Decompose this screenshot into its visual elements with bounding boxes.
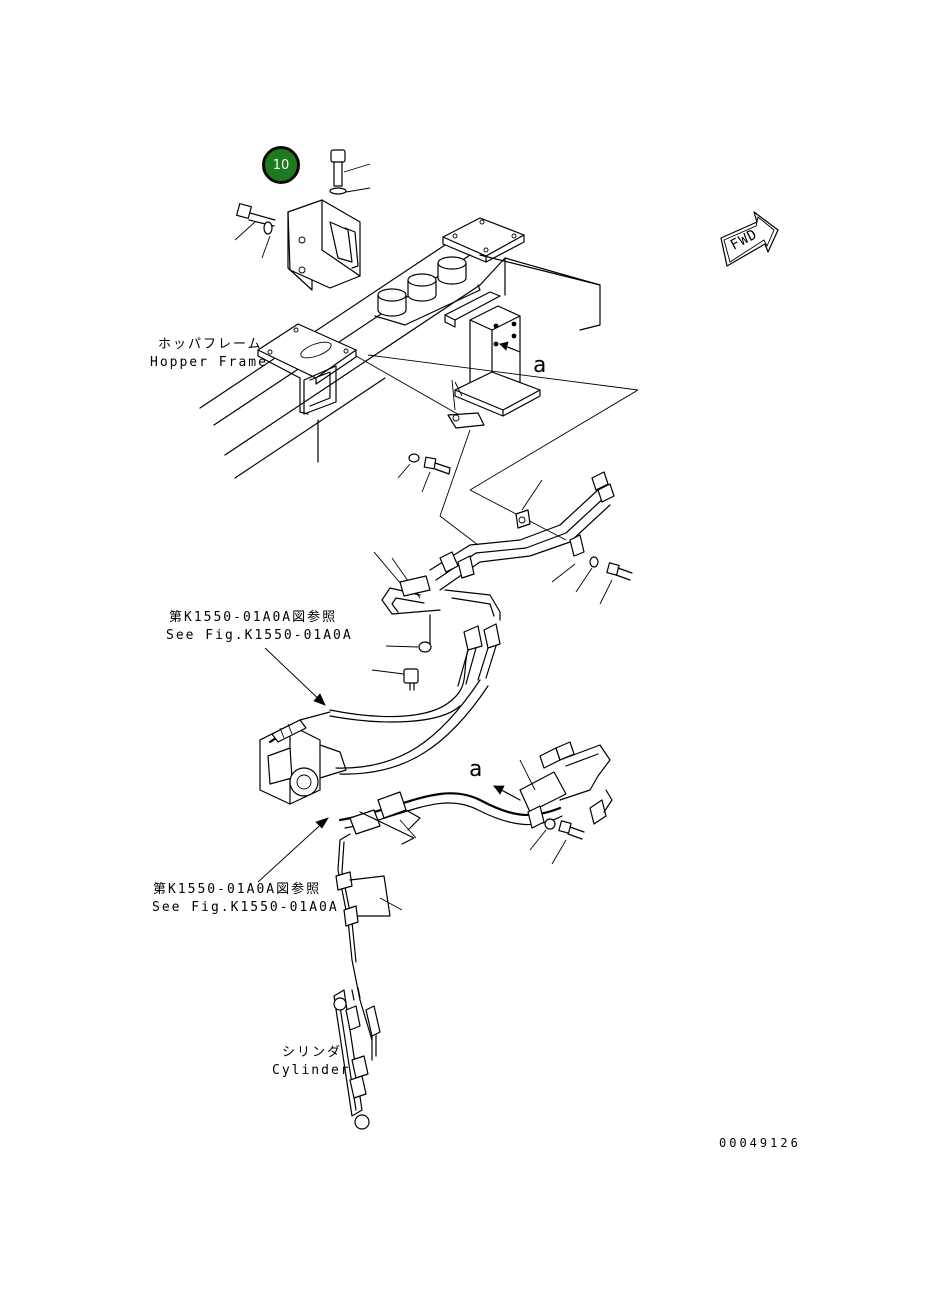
view-marker-a-lower: a [469,757,485,782]
see-fig-note-upper-en: See Fig.K1550-01A0A [166,628,353,643]
hopper-frame-label-jp: ホッパフレーム [158,337,263,352]
bracket-part [287,199,361,291]
clamp-upper [447,379,485,429]
right-connectors [493,741,613,865]
hopper-frame-label-en: Hopper Frame [150,355,268,370]
bolt-middle [397,453,451,493]
see-fig-note-upper-jp: 第K1550-01A0A図参照 [169,610,338,625]
left-bolt [234,203,276,259]
cylinder-label-jp: シリンダ [282,1045,343,1060]
fwd-arrow-icon [720,211,779,267]
cylinder-label-en: Cylinder [272,1063,351,1078]
part-number-badge[interactable]: 10 [262,146,300,184]
pump [259,719,347,805]
fittings [371,551,501,691]
lower-hose [337,744,611,1001]
reference-leaders [257,647,329,883]
drawing-number: 00049126 [719,1136,801,1150]
tube-clamps [515,479,633,605]
bushings [374,256,481,326]
view-marker-a-upper: a [533,353,549,378]
pillar [444,291,541,417]
hopper-plate [257,323,357,415]
leader-lines-upper [355,354,639,546]
see-fig-note-lower-en: See Fig.K1550-01A0A [152,900,339,915]
lower-clamps [335,791,421,927]
cylinder [333,987,381,1130]
top-plate [442,217,525,263]
top-bolt [329,149,371,195]
see-fig-note-lower-jp: 第K1550-01A0A図参照 [153,882,322,897]
part-number-badge-text: 10 [272,157,290,173]
hydraulic-tubes [373,471,615,646]
